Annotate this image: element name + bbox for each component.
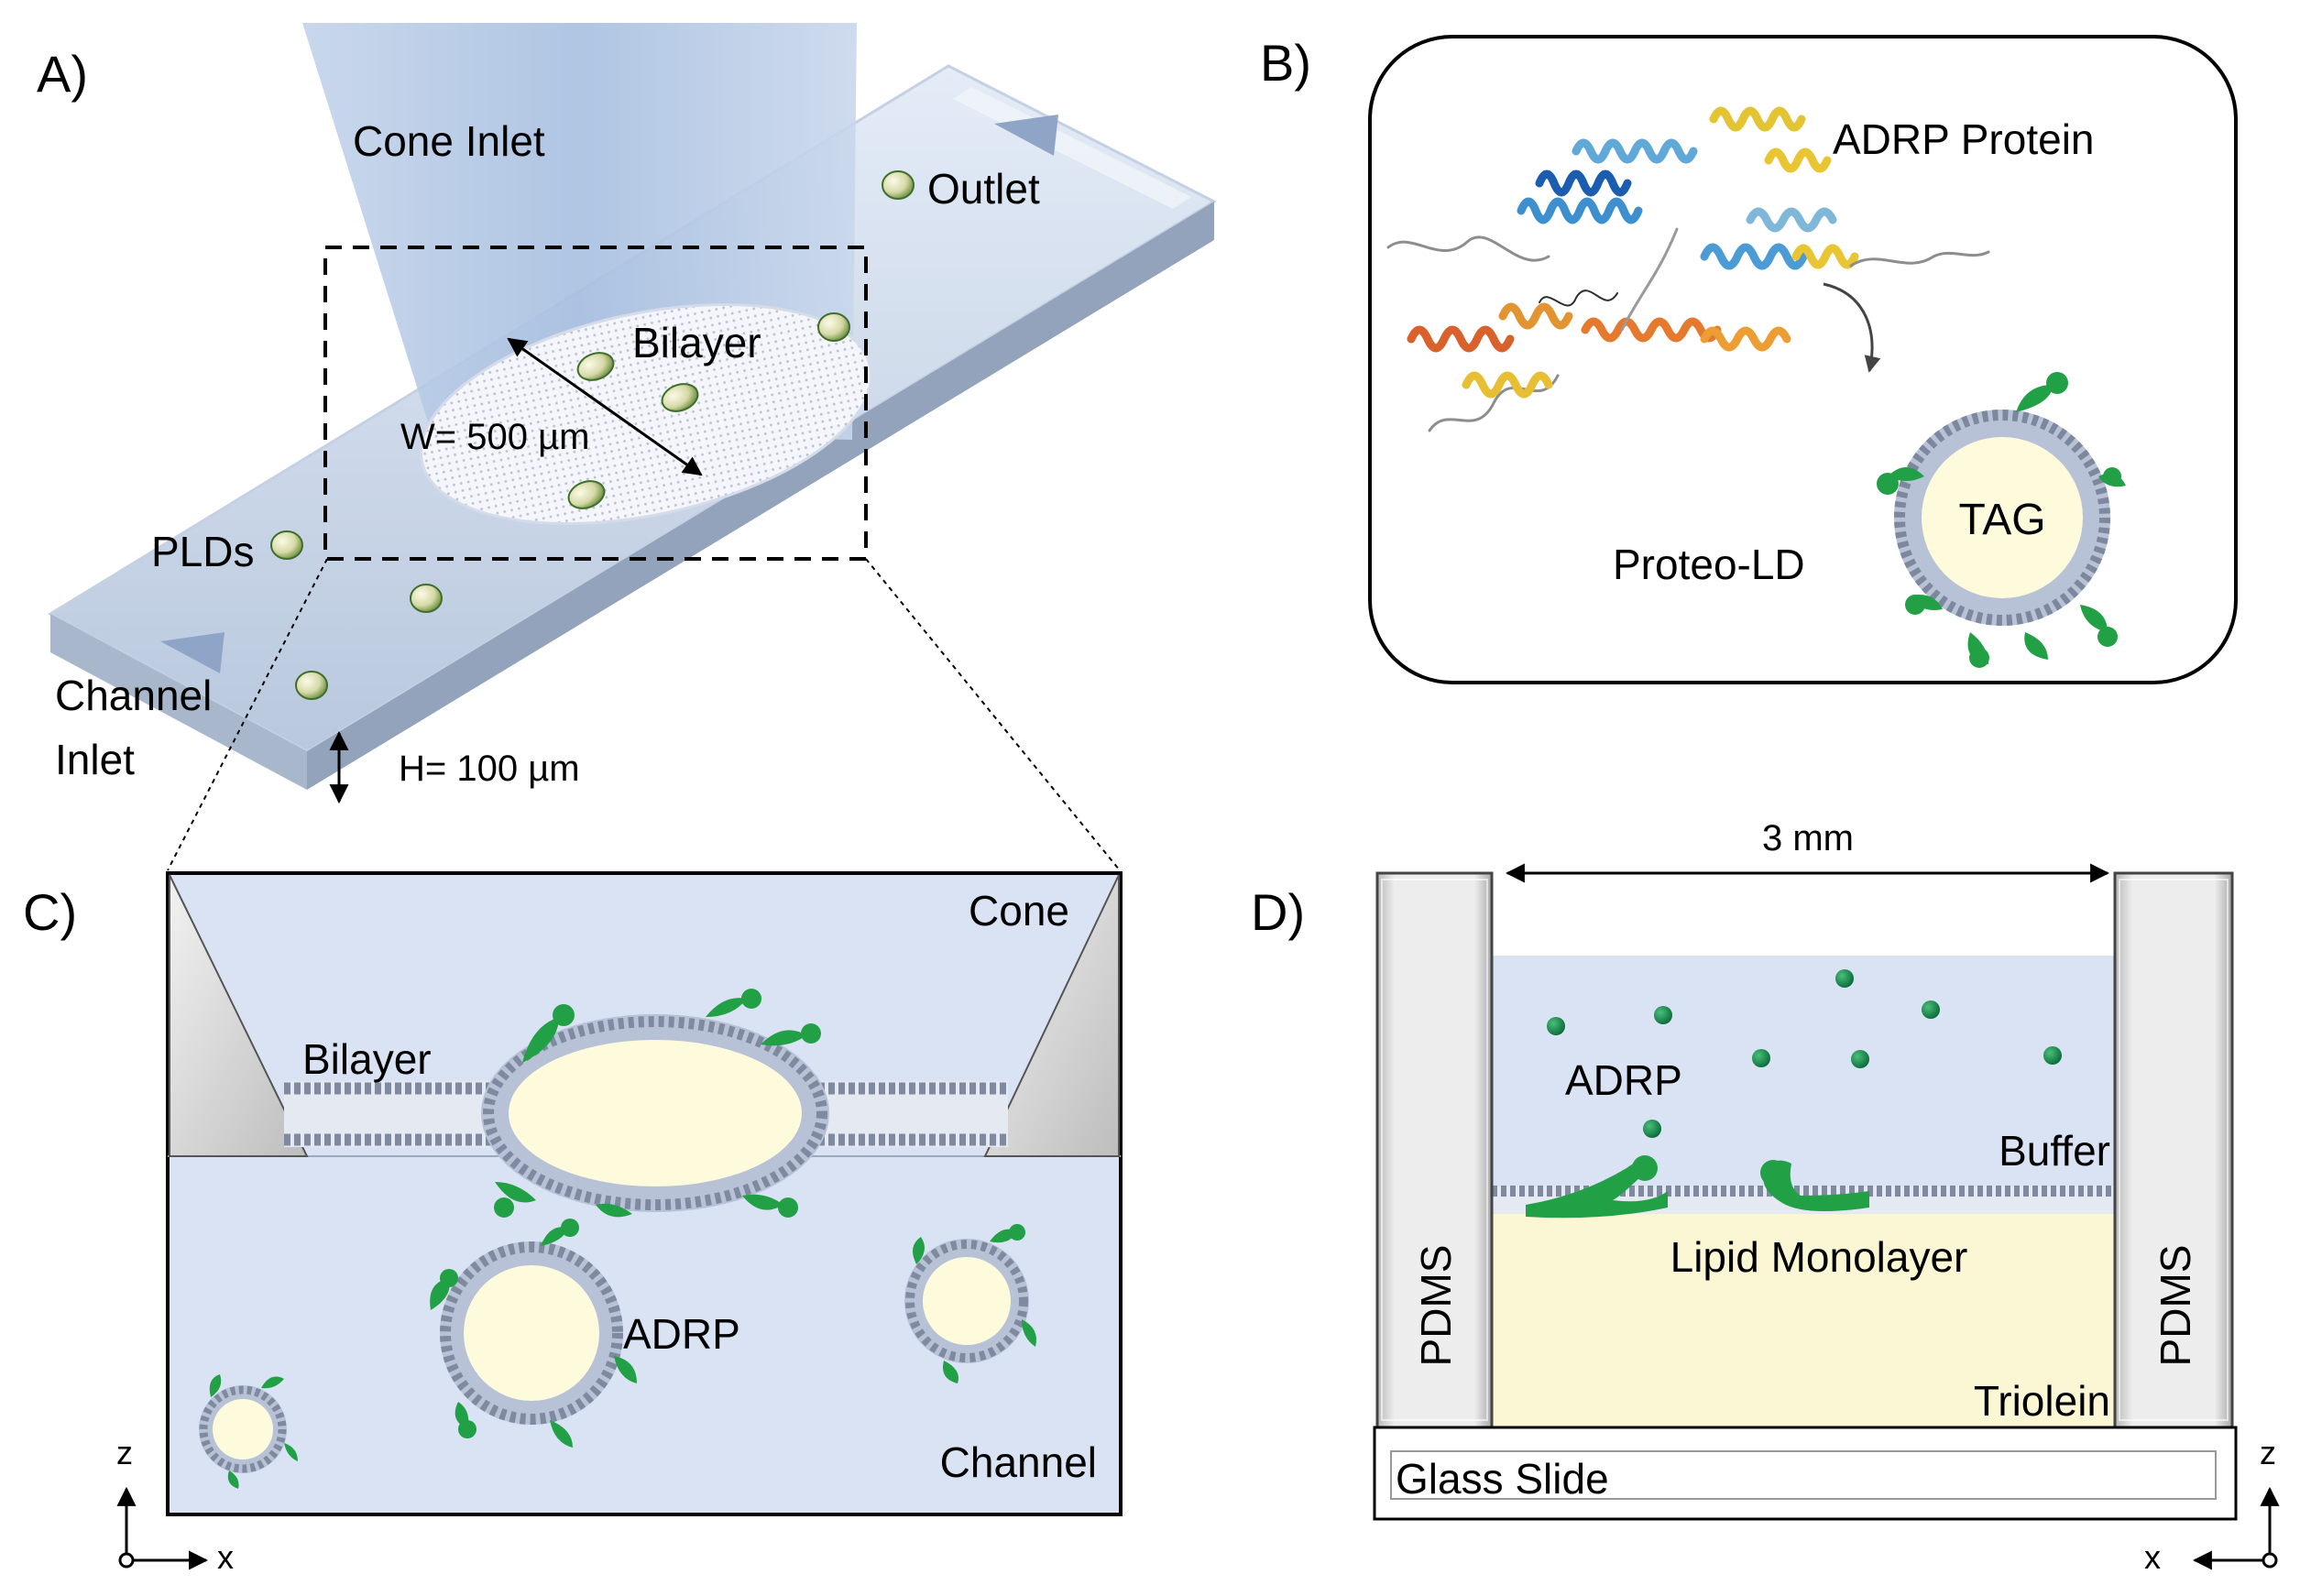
buffer-region xyxy=(1492,956,2115,1194)
panel-a-letter: A) xyxy=(37,45,88,103)
glass-slide-inner xyxy=(1390,1450,2217,1500)
zoom-box xyxy=(323,246,868,561)
bound-adrp xyxy=(1526,1155,1869,1219)
label-plds: PLDs xyxy=(151,528,254,575)
panel-d-letter: D) xyxy=(1251,883,1305,941)
label-channel-c: Channel xyxy=(940,1438,1097,1486)
flow-arrow-outlet xyxy=(994,115,1058,156)
flow-arrow-inlet xyxy=(160,632,225,673)
free-adrp-molecules xyxy=(1547,969,2062,1138)
panel-d: D) 3 mm xyxy=(1251,818,2280,1576)
width-arrow xyxy=(507,337,703,476)
panel-b: B) xyxy=(1260,34,2238,684)
glass-slide xyxy=(1373,1426,2238,1521)
label-adrp-protein: ADRP Protein xyxy=(1833,115,2095,163)
label-cone-c: Cone xyxy=(969,887,1069,935)
panel-b-letter: B) xyxy=(1260,34,1311,92)
label-channel-inlet-1: Channel xyxy=(55,672,212,719)
label-3mm: 3 mm xyxy=(1762,818,1854,858)
axes-c: z x xyxy=(116,1434,234,1576)
embedded-ld-proteins xyxy=(494,989,821,1218)
panel-a: A) Cone Inle xyxy=(37,23,1218,871)
label-glass-slide: Glass Slide xyxy=(1396,1455,1609,1503)
label-channel-inlet-2: Inlet xyxy=(55,736,135,783)
label-buffer: Buffer xyxy=(1999,1127,2110,1175)
ld-lipid-heads xyxy=(1894,410,2110,626)
proteo-ld-droplet xyxy=(1877,372,2126,668)
free-ld-small xyxy=(199,1374,298,1489)
label-lipid-monolayer: Lipid Monolayer xyxy=(1670,1233,1968,1281)
label-cone-inlet: Cone Inlet xyxy=(353,117,545,165)
panel-c: C) xyxy=(23,871,1123,1576)
cone-wall-right xyxy=(983,874,1120,1157)
axis-x-label-d: x xyxy=(2144,1538,2161,1576)
zoom-line-right xyxy=(865,558,1121,871)
label-bilayer-c: Bilayer xyxy=(302,1035,432,1083)
axes-d: z x xyxy=(2144,1434,2280,1576)
protein-binding-arrow xyxy=(1823,282,1881,373)
label-width: W= 500 µm xyxy=(400,417,589,457)
panel-c-letter: C) xyxy=(23,883,77,941)
label-bilayer-a: Bilayer xyxy=(632,319,761,366)
label-proteo-ld: Proteo-LD xyxy=(1613,541,1805,588)
label-pdms-right: PDMS xyxy=(2152,1245,2199,1367)
free-ld-right xyxy=(904,1224,1036,1383)
pld-beads xyxy=(270,170,915,700)
label-adrp-d: ADRP xyxy=(1565,1056,1682,1104)
label-tag: TAG xyxy=(1958,496,2045,544)
axis-x-label-c: x xyxy=(217,1538,234,1576)
ld-core xyxy=(1922,437,2083,598)
label-height: H= 100 µm xyxy=(399,749,580,789)
axis-z-label-d: z xyxy=(2260,1434,2276,1471)
cone-wall-left xyxy=(169,874,309,1157)
embedded-ld-heads xyxy=(483,1016,827,1210)
label-triolein: Triolein xyxy=(1974,1377,2110,1425)
zoom-line-left xyxy=(167,558,328,871)
label-adrp-c: ADRP xyxy=(623,1310,740,1358)
pdms-wall-right xyxy=(2113,871,2234,1429)
label-pdms-left: PDMS xyxy=(1412,1245,1460,1367)
axis-z-label-c: z xyxy=(116,1434,133,1471)
label-outlet: Outlet xyxy=(927,165,1040,213)
embedded-ld-core xyxy=(509,1040,802,1186)
triolein-region xyxy=(1492,1194,2115,1427)
pdms-wall-left xyxy=(1375,871,1494,1429)
ld-proteins xyxy=(1877,372,2126,668)
adrp-protein-structure xyxy=(1386,106,1990,432)
free-ld-large xyxy=(430,1219,637,1448)
